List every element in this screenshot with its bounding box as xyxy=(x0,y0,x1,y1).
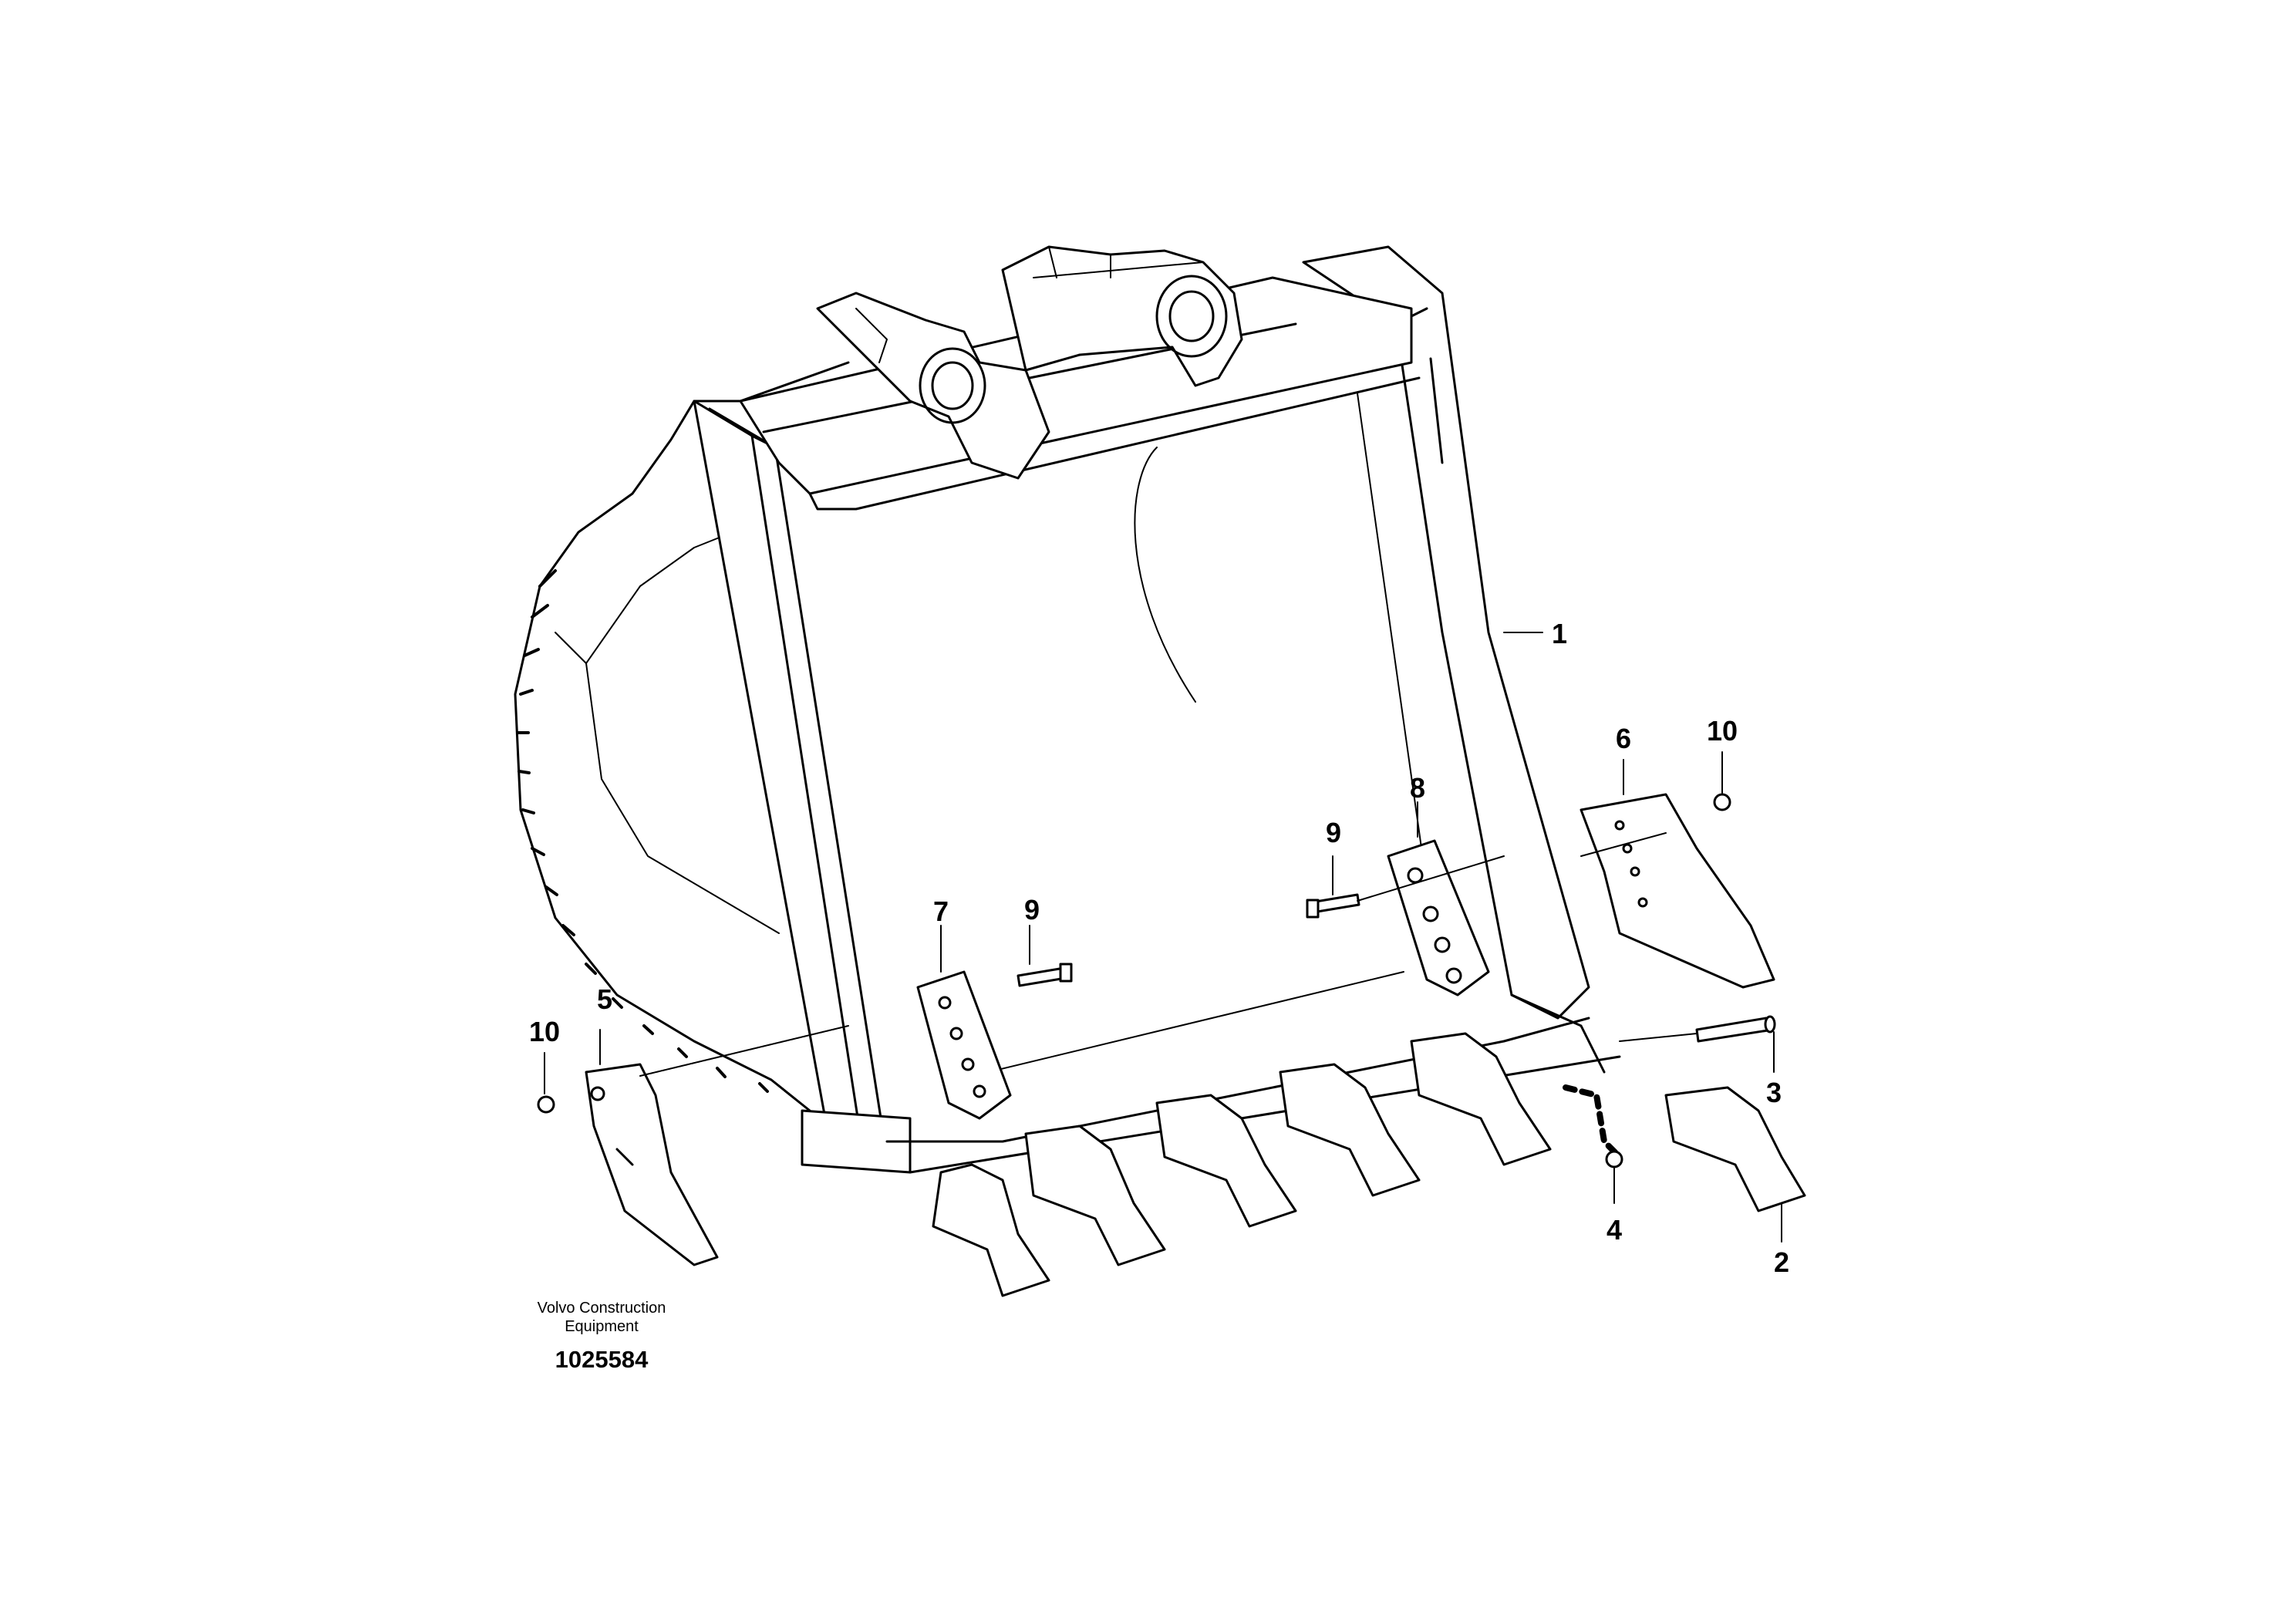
footer-company: Volvo Construction Equipment xyxy=(524,1299,679,1336)
side-cutter-left xyxy=(585,1063,719,1266)
callout-9-right: 9 xyxy=(1325,817,1342,848)
bucket-teeth xyxy=(932,1032,1806,1297)
nut-right xyxy=(1713,793,1731,811)
callout-1: 1 xyxy=(1551,618,1568,649)
wear-plate-right xyxy=(1387,839,1490,996)
callout-9-left: 9 xyxy=(1023,894,1040,926)
side-cutter-right xyxy=(1580,793,1775,989)
inner-rib xyxy=(1134,447,1196,703)
callout-7: 7 xyxy=(932,895,949,927)
bolts xyxy=(1017,893,1360,987)
callout-6: 6 xyxy=(1615,723,1632,754)
callout-10-left: 10 xyxy=(528,1016,561,1047)
leader-lines xyxy=(544,632,1782,1243)
callout-5: 5 xyxy=(596,983,613,1015)
mounting-ears xyxy=(816,245,1243,480)
callout-4: 4 xyxy=(1606,1214,1623,1246)
tooth-pin xyxy=(1563,1015,1776,1168)
document-number: 1025584 xyxy=(555,1346,649,1373)
nut-left xyxy=(537,1095,555,1114)
footer-company-line1: Volvo Construction xyxy=(537,1300,666,1317)
callout-8: 8 xyxy=(1409,772,1426,804)
callout-3: 3 xyxy=(1765,1077,1782,1108)
callout-2: 2 xyxy=(1773,1246,1790,1278)
footer-company-line2: Equipment xyxy=(565,1318,639,1335)
bucket-shell xyxy=(514,361,850,1112)
callout-10-right: 10 xyxy=(1706,715,1738,747)
left-side-plate xyxy=(693,400,912,1174)
wear-plate-left xyxy=(916,970,1012,1120)
right-side-plate xyxy=(1302,245,1606,1074)
